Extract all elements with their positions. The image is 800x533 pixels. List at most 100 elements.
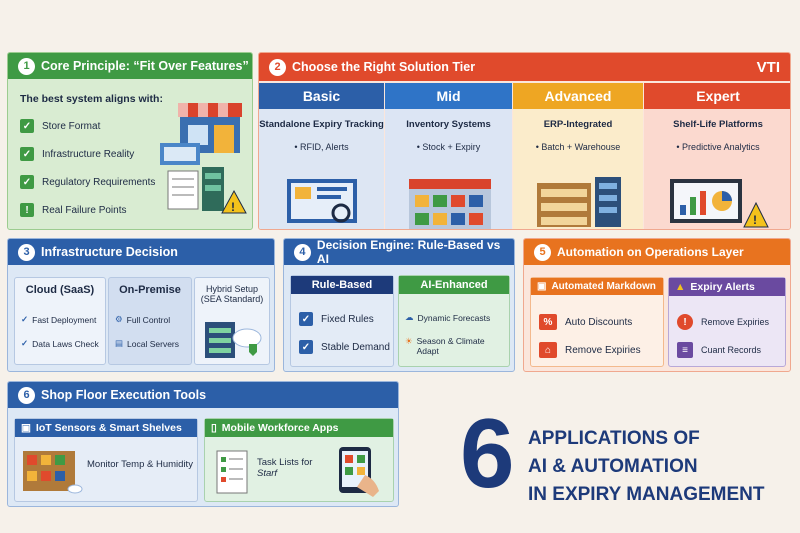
tier-line1: Inventory Systems (406, 119, 491, 130)
hybrid-server-illustration (205, 322, 262, 358)
item-label: Data Laws Check (32, 338, 99, 349)
checklist-illustration (216, 450, 248, 494)
tier-line2: • Stock + Expiry (416, 142, 481, 152)
shelf-illustration (409, 179, 491, 229)
item-label: Stable Demand (321, 341, 390, 353)
panel-automation: 5 Automation on Operations Layer ▣Automa… (523, 238, 791, 372)
item-label: Cuant Records (701, 345, 762, 355)
step-number: 1 (18, 57, 35, 75)
sensor-icon: ▣ (21, 422, 31, 434)
option-title: ▯ Mobile Workforce Apps (205, 419, 393, 437)
check-icon: ✓ (20, 175, 34, 189)
option-title: ▣ IoT Sensors & Smart Shelves (15, 419, 197, 437)
tier-name: Expert (644, 83, 790, 109)
list-item: ✓Fast Deployment (21, 314, 96, 325)
tier-name: Mid (385, 83, 512, 109)
item-label: Remove Expiries (701, 317, 770, 327)
intro-text: The best system aligns with: (20, 93, 163, 105)
tier-mid: Mid Inventory Systems • Stock + Expiry (385, 83, 512, 229)
alert-icon: ! (677, 314, 693, 330)
mobile-option: ▯ Mobile Workforce Apps Task Lists for St… (204, 418, 394, 502)
option-title: Cloud (SaaS) (25, 284, 95, 296)
panel-shop-floor: 6 Shop Floor Execution Tools ▣ IoT Sensor… (7, 381, 399, 507)
warning-icon: ! (20, 203, 34, 217)
cloud-option: Cloud (SaaS) ✓Fast Deployment ✓Data Laws… (14, 277, 106, 365)
list-item: ! Real Failure Points (20, 203, 126, 217)
server-icon: ▤ (115, 338, 124, 348)
tier-line2: • Batch + Warehouse (535, 142, 621, 152)
phone-icon: ▯ (211, 422, 217, 434)
item-label: Auto Discounts (565, 316, 633, 328)
option-title-label: Mobile Workforce Apps (221, 422, 339, 434)
item-label-line1: Task Lists for (257, 457, 313, 468)
check-icon: ✓ (21, 314, 29, 324)
check-icon: ✓ (21, 338, 29, 348)
panel-core-principle: 1 Core Principle: “Fit Over Features” Th… (7, 52, 253, 230)
option-title-label: Automated Markdown (551, 281, 656, 292)
list-item: ⚙Full Control (115, 314, 170, 325)
item-label: Store Format (42, 120, 101, 132)
list-item: ✓Infrastructure Reality (20, 147, 134, 161)
headline-line3: IN EXPIRY MANAGEMENT (528, 484, 765, 505)
step-number: 6 (18, 386, 35, 404)
panel-header: 1 Core Principle: “Fit Over Features” (8, 53, 252, 79)
alerts-option: ▲ Expiry Alerts ! Remove Expiries ≡ Cuant R… (668, 277, 786, 367)
item-label-line2: Adapt (416, 346, 439, 356)
headline-line2: AI & AUTOMATION (528, 456, 698, 477)
markdown-option: ▣Automated Markdown %Auto Discounts ⌂Rem… (530, 277, 664, 367)
item-label: Real Failure Points (42, 204, 127, 216)
tier-line1: ERP-Integrated (543, 119, 613, 130)
item-label: Fast Deployment (32, 314, 97, 325)
option-title: AI-Enhanced (399, 276, 509, 294)
step-number: 2 (269, 58, 286, 76)
tag-icon: ▣ (537, 281, 547, 292)
list-item: ✓Stable Demand (299, 340, 390, 354)
item-label: Fixed Rules (321, 313, 374, 325)
panel-header: 4 Decision Engine: Rule-Based vs AI (284, 238, 514, 266)
option-title-label: Expiry Alerts (690, 281, 755, 293)
check-icon: ✓ (20, 119, 34, 133)
item-label: Full Control (126, 314, 171, 325)
step-number: 4 (294, 243, 311, 261)
item-label: Infrastructure Reality (42, 148, 135, 160)
list-item: ✓Fixed Rules (299, 312, 374, 326)
warning-icon: ▲ (675, 281, 686, 293)
store-icon: ⌂ (539, 342, 557, 358)
storefront-illustration: ! (160, 103, 247, 214)
tier-line1: Standalone Expiry Tracking (259, 119, 384, 130)
list-item: ✓ Store Format (20, 119, 100, 133)
panel-header: 6 Shop Floor Execution Tools (8, 382, 398, 408)
panel-decision-engine: 4 Decision Engine: Rule-Based vs AI Rule… (283, 238, 515, 372)
tier-line1: Shelf-Life Platforms (673, 119, 763, 130)
tier-line2: • RFID, Alerts (294, 142, 349, 152)
panel-title: Choose the Right Solution Tier (292, 60, 476, 74)
item-label: Task Lists for Starf (257, 457, 312, 479)
clipboard-icon: ≡ (677, 342, 693, 358)
headline-number: 6 (460, 398, 515, 508)
step-number: 3 (18, 243, 35, 261)
panel-header: 3 Infrastructure Decision (8, 239, 274, 265)
list-item: %Auto Discounts (539, 314, 632, 330)
panel-title: Infrastructure Decision (41, 245, 178, 259)
svg-text:!: ! (753, 213, 757, 227)
sun-icon: ☀ (405, 336, 413, 346)
rule-based-option: Rule-Based ✓Fixed Rules ✓Stable Demand (290, 275, 394, 367)
option-title: ▲ Expiry Alerts (669, 278, 785, 296)
item-label: Local Servers (127, 338, 179, 349)
item-label: Dynamic Forecasts (417, 312, 491, 323)
cloud-icon: ☁ (405, 312, 414, 322)
item-label: Monitor Temp & Humidity (87, 459, 193, 470)
vti-logo: VTI (756, 58, 780, 76)
panel-infrastructure: 3 Infrastructure Decision Cloud (SaaS) ✓… (7, 238, 275, 372)
panel-title: Decision Engine: Rule-Based vs AI (316, 238, 501, 266)
tier-name: Advanced (513, 83, 643, 109)
hybrid-line1: Hybrid Setup (205, 284, 259, 294)
option-title-label: IoT Sensors & Smart Shelves (35, 422, 182, 434)
tier-line2: • Predictive Analytics (676, 142, 760, 152)
analytics-illustration: ! (670, 179, 769, 228)
ai-enhanced-option: AI-Enhanced ☁Dynamic Forecasts ☀ Season … (398, 275, 510, 367)
item-label: Regulatory Requirements (42, 176, 156, 188)
option-title: ▣ Automated Markdown (531, 278, 663, 295)
item-label-line1: Season & Climate (416, 336, 485, 346)
